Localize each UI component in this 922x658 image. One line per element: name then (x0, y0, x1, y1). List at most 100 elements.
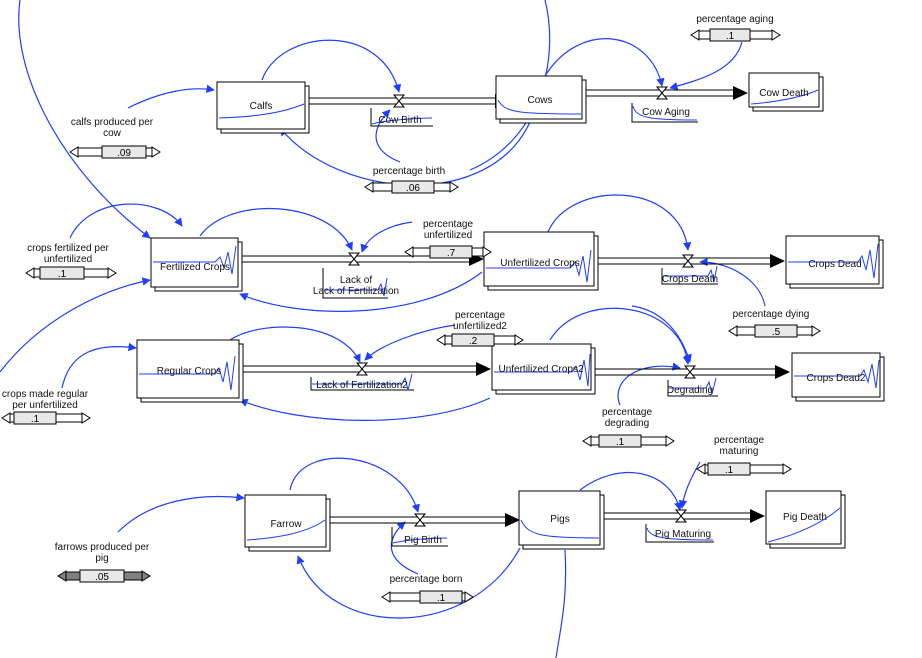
param-label: percentage aging (696, 14, 773, 25)
flow-lack-of-fertilization[interactable]: Lack of Lack of Fertilization (313, 268, 399, 299)
valves (347, 86, 697, 527)
param-percentage-born[interactable]: percentage born .1 (381, 574, 474, 604)
param-crops-fertilized-per-unfertilized[interactable]: crops fertilized per unfertilized .1 (25, 243, 117, 280)
param-label: crops fertilized per (27, 243, 109, 254)
param-value: .7 (447, 248, 456, 259)
stock-crops-dead[interactable]: Crops Dead (785, 235, 884, 289)
valve-icon (355, 362, 369, 376)
flow-label: Degrading (667, 385, 713, 396)
param-label: percentage born (390, 574, 463, 585)
param-value: .1 (31, 414, 40, 425)
flow-degrading[interactable]: Degrading (667, 377, 718, 397)
stock-pigs[interactable]: Pigs (518, 490, 605, 550)
param-percentage-aging[interactable]: percentage aging .1 (690, 14, 781, 42)
flow-pipes (242, 86, 790, 527)
slider-control[interactable]: .1 (690, 28, 781, 42)
valve-icon (392, 94, 406, 108)
param-percentage-degrading[interactable]: percentage degrading .1 (582, 407, 675, 448)
slider-control[interactable]: .1 (696, 462, 792, 476)
stock-label: Fertilized Crops (160, 262, 230, 273)
slider-control[interactable]: .1 (1, 411, 91, 425)
param-percentage-dying[interactable]: percentage dying .5 (728, 309, 821, 338)
flow-pig-birth[interactable]: Pig Birth (391, 527, 448, 547)
valve-icon (413, 513, 427, 527)
param-value: .5 (772, 327, 781, 338)
valve-icon (347, 252, 361, 266)
stock-label: Farrow (270, 519, 302, 530)
flow-label: Pig Maturing (655, 529, 711, 540)
param-value: .1 (725, 465, 734, 476)
flow-label: Pig Birth (404, 535, 442, 546)
param-farrows-produced-per-pig[interactable]: farrows produced per pig .05 (55, 542, 151, 583)
flow-label: Crops Death (662, 274, 718, 285)
param-label: unfertilized (44, 254, 92, 265)
param-label: crops made regular (2, 389, 89, 400)
slider-control[interactable]: .2 (436, 333, 524, 347)
param-label: cow (103, 128, 122, 139)
slider-control[interactable]: .1 (582, 434, 675, 448)
flow-lack-of-fertilization2[interactable]: Lack of Fertilization2 (310, 373, 414, 391)
param-label: farrows produced per (55, 542, 150, 553)
param-label: unfertilized2 (453, 321, 507, 332)
param-value: .06 (406, 183, 420, 194)
stock-cows[interactable]: Cows (495, 75, 587, 124)
param-label: percentage birth (373, 166, 445, 177)
stock-regular-crops[interactable]: Regular Crops (136, 339, 244, 403)
stock-fertilized-crops[interactable]: Fertilized Crops (150, 237, 243, 292)
stock-crops-dead2[interactable]: Crops Dead2 (791, 352, 885, 402)
param-value: .1 (437, 593, 446, 604)
stock-label: Crops Dead2 (807, 373, 866, 384)
stock-label: Unfertilized Crops (500, 258, 579, 269)
param-label: per unfertilized (12, 400, 78, 411)
stock-pig-death[interactable]: Pig Death (765, 490, 846, 549)
param-percentage-unfertilized2[interactable]: percentage unfertilized2 .2 (436, 310, 524, 347)
flow-label: Lack of Fertilization2 (316, 380, 408, 391)
slider-control[interactable]: .1 (381, 590, 474, 604)
param-label: percentage (423, 219, 473, 230)
stock-label: Calfs (250, 101, 273, 112)
param-value: .1 (726, 31, 735, 42)
param-label: pig (95, 553, 108, 564)
param-label: maturing (720, 446, 759, 457)
connectors (0, 0, 766, 658)
param-label: unfertilized (424, 230, 472, 241)
valve-icon (683, 365, 697, 379)
param-label: percentage dying (733, 309, 810, 320)
slider-control[interactable]: .09 (69, 145, 161, 159)
param-percentage-birth[interactable]: percentage birth .06 (364, 166, 459, 194)
param-calfs-produced-per-cow[interactable]: calfs produced per cow .09 (69, 117, 161, 159)
flow-crops-death[interactable]: Crops Death (661, 265, 718, 285)
slider-control[interactable]: .1 (25, 266, 117, 280)
stock-label: Regular Crops (157, 366, 221, 377)
param-value: .1 (616, 437, 625, 448)
slider-control[interactable]: .5 (728, 324, 821, 338)
param-label: degrading (605, 418, 649, 429)
param-value: .2 (469, 336, 478, 347)
stock-calfs[interactable]: Calfs (216, 81, 310, 134)
param-crops-made-regular-per-unfertilized[interactable]: crops made regular per unfertilized .1 (1, 389, 91, 425)
stock-farrow[interactable]: Farrow (244, 494, 331, 552)
slider-control[interactable]: .05 (57, 569, 151, 583)
stock-unfertilized-crops2[interactable]: Unfertilized Crops2 (491, 343, 596, 395)
valve-icon (674, 509, 688, 523)
param-value: .1 (58, 269, 67, 280)
slider-control[interactable]: .7 (404, 245, 492, 259)
slider-control[interactable]: .06 (364, 180, 459, 194)
flow-label-line1: Lack of (340, 275, 372, 286)
stock-cow-death[interactable]: Cow Death (748, 72, 824, 112)
param-value: .09 (117, 148, 131, 159)
stock-label: Cow Death (759, 88, 808, 99)
flow-pig-maturing[interactable]: Pig Maturing (645, 524, 714, 543)
flow-cow-birth[interactable]: Cow Birth (370, 108, 433, 127)
flow-label: Cow Birth (378, 115, 421, 126)
flow-cow-aging[interactable]: Cow Aging (631, 103, 698, 123)
stock-label: Crops Dead (808, 259, 861, 270)
stock-unfertilized-crops[interactable]: Unfertilized Crops (483, 231, 599, 291)
stock-label: Unfertilized Crops2 (498, 364, 583, 375)
stock-label: Cows (527, 95, 552, 106)
param-label: calfs produced per (71, 117, 154, 128)
flow-label: Cow Aging (642, 107, 690, 118)
param-percentage-maturing[interactable]: percentage maturing .1 (696, 435, 792, 476)
param-percentage-unfertilized[interactable]: percentage unfertilized .7 (404, 219, 492, 259)
